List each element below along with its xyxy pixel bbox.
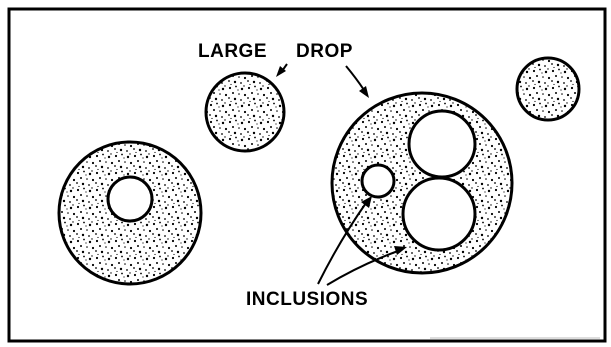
inclusion-left bbox=[108, 177, 152, 221]
drop-large bbox=[332, 93, 512, 273]
drop-small-center-body bbox=[206, 73, 284, 151]
inclusion-large-top bbox=[409, 111, 475, 177]
drop-left bbox=[59, 142, 201, 284]
drop-small-center bbox=[206, 73, 284, 151]
inclusion-large-small bbox=[362, 165, 394, 197]
drop-small-right bbox=[517, 58, 579, 120]
inclusion-large-bottom bbox=[403, 178, 475, 250]
label-drop: DROP bbox=[296, 41, 353, 62]
drop-small-right-body bbox=[517, 58, 579, 120]
label-inclusions: INCLUSIONS bbox=[246, 289, 368, 310]
label-large: LARGE bbox=[198, 41, 267, 62]
